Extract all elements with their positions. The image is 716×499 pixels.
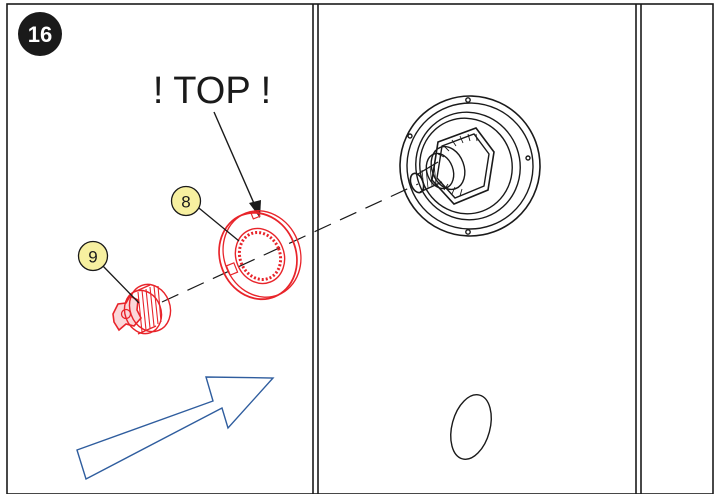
callout-9-leader bbox=[100, 263, 140, 304]
callout-8-circle bbox=[170, 185, 202, 217]
assembly-axis-line bbox=[161, 183, 419, 303]
warning-pointer bbox=[213, 111, 261, 218]
callout-9-label: 9 bbox=[88, 248, 97, 267]
callout-8: 8 bbox=[170, 185, 240, 242]
warning-label: ! TOP ! bbox=[153, 70, 271, 112]
callout-9: 9 bbox=[77, 240, 140, 304]
step-badge-circle bbox=[18, 12, 62, 56]
panel-frame bbox=[6, 3, 714, 495]
locking-ring-part bbox=[218, 209, 302, 301]
step-number: 16 bbox=[28, 22, 52, 47]
insert-direction-arrow bbox=[76, 376, 275, 481]
drive-adapter-part bbox=[112, 283, 172, 335]
callout-8-leader bbox=[193, 203, 240, 242]
motor-hub-assembly bbox=[399, 95, 541, 237]
mounting-hole bbox=[450, 394, 492, 460]
step-badge: 16 bbox=[18, 12, 62, 56]
callout-9-circle bbox=[77, 240, 109, 272]
callout-8-label: 8 bbox=[181, 193, 190, 212]
outer-border bbox=[6, 3, 714, 495]
